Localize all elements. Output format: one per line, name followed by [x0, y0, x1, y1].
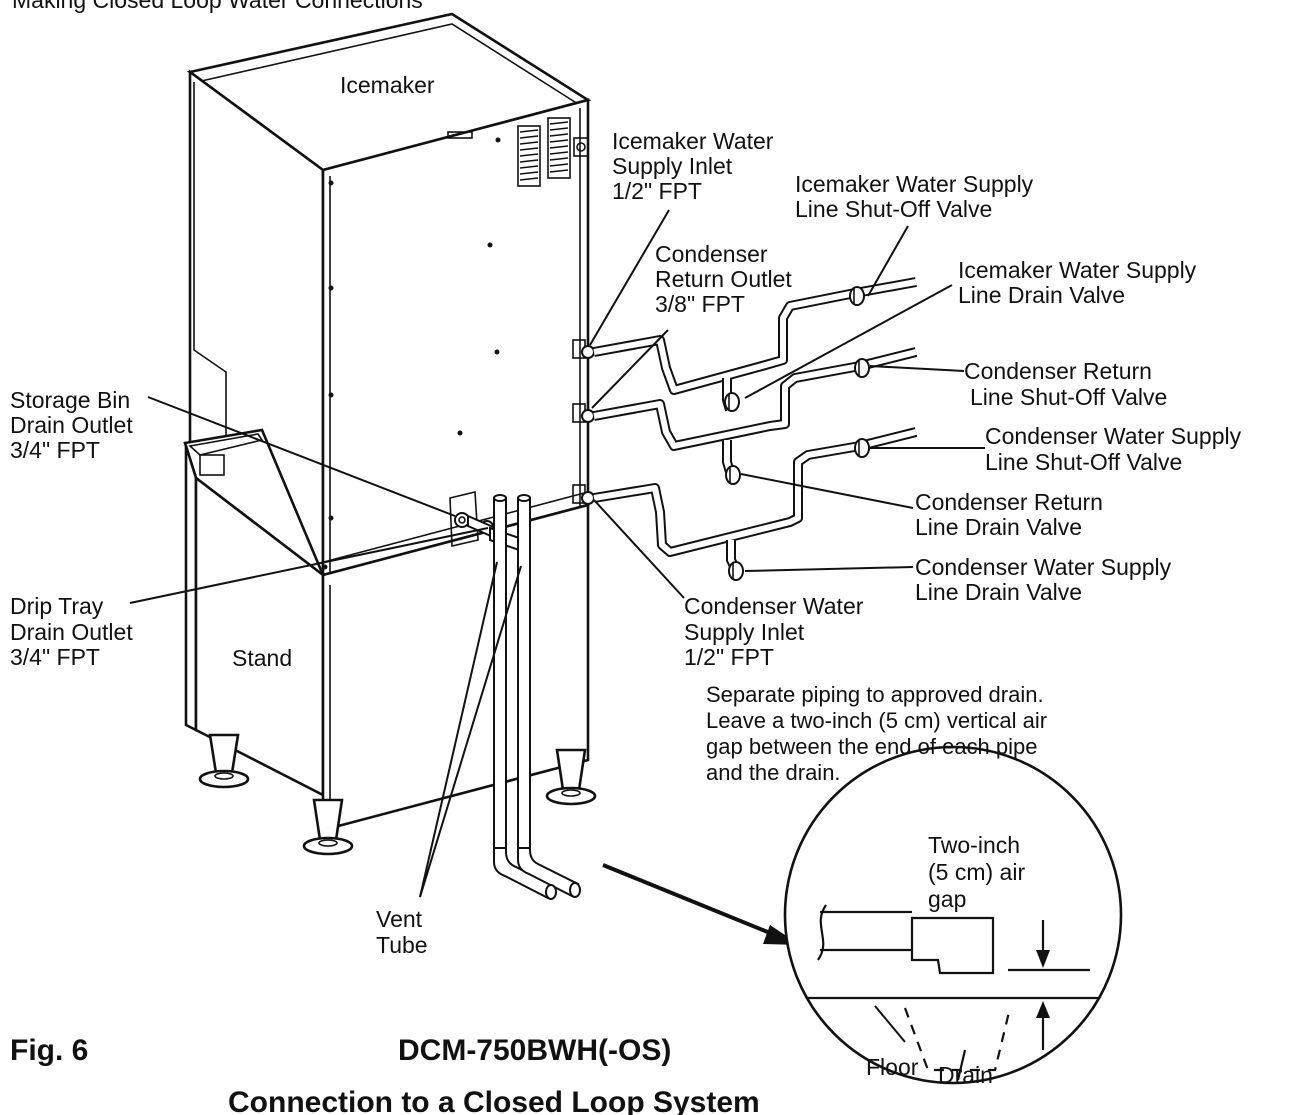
figure-model: DCM-750BWH(-OS)	[398, 1034, 671, 1067]
label-condenser-supply-shutoff: Condenser Water Supply Line Shut-Off Val…	[985, 423, 1242, 475]
water-supply-pipes	[572, 339, 595, 505]
svg-text:Condenser: Condenser	[655, 241, 768, 267]
svg-text:Condenser Water: Condenser Water	[684, 593, 864, 619]
valve	[849, 286, 865, 306]
label-condenser-supply-inlet: Condenser Water Supply Inlet 1/2" FPT	[684, 593, 864, 670]
svg-text:Icemaker Water Supply: Icemaker Water Supply	[795, 171, 1034, 197]
svg-text:Condenser Water Supply: Condenser Water Supply	[915, 554, 1172, 580]
valve	[725, 465, 741, 485]
callout-labels: Icemaker Stand Icemaker Water Supply Inl…	[10, 72, 1242, 958]
svg-text:Drain: Drain	[938, 1062, 993, 1088]
valve	[854, 358, 870, 378]
label-condenser-return-drain: Condenser Return Line Drain Valve	[915, 489, 1103, 540]
svg-text:Line Drain Valve: Line Drain Valve	[915, 514, 1082, 540]
valve	[728, 561, 744, 581]
svg-text:Tube: Tube	[376, 932, 428, 958]
svg-text:and the drain.: and the drain.	[706, 760, 841, 785]
svg-text:Return Outlet: Return Outlet	[655, 266, 792, 292]
svg-text:Two-inch: Two-inch	[928, 832, 1020, 858]
stand-leg	[545, 748, 597, 806]
svg-text:Supply Inlet: Supply Inlet	[612, 153, 733, 179]
svg-text:gap between the end of each pi: gap between the end of each pipe	[706, 734, 1038, 759]
svg-text:Supply Inlet: Supply Inlet	[684, 619, 805, 645]
stand-leg	[302, 798, 354, 856]
svg-text:Line Shut-Off Valve: Line Shut-Off Valve	[795, 196, 992, 222]
svg-text:Storage Bin: Storage Bin	[10, 387, 130, 413]
label-condenser-supply-drain: Condenser Water Supply Line Drain Valve	[915, 554, 1172, 605]
svg-text:Separate piping to approved dr: Separate piping to approved drain.	[706, 682, 1044, 707]
svg-text:3/4" FPT: 3/4" FPT	[10, 437, 100, 463]
svg-text:Drain Outlet: Drain Outlet	[10, 619, 133, 645]
label-stand: Stand	[232, 645, 292, 671]
svg-text:gap: gap	[928, 886, 966, 912]
detail-arrow	[602, 863, 800, 945]
stand-legs	[198, 733, 597, 856]
svg-text:Condenser Water Supply: Condenser Water Supply	[985, 423, 1242, 449]
svg-text:Floor: Floor	[866, 1054, 919, 1080]
svg-text:1/2" FPT: 1/2" FPT	[684, 644, 774, 670]
top-cropped-text: Making Closed Loop Water Connections	[12, 0, 423, 13]
svg-text:Icemaker Water: Icemaker Water	[612, 128, 774, 154]
drain-vent-tubes	[454, 494, 581, 900]
svg-text:1/2" FPT: 1/2" FPT	[612, 178, 702, 204]
label-icemaker-shutoff-valve: Icemaker Water Supply Line Shut-Off Valv…	[795, 171, 1034, 222]
label-icemaker-drain-valve: Icemaker Water Supply Line Drain Valve	[958, 257, 1197, 308]
label-storage-bin-drain: Storage Bin Drain Outlet 3/4" FPT	[10, 387, 133, 463]
svg-text:3/4" FPT: 3/4" FPT	[10, 644, 100, 670]
figure-caption: Fig. 6 DCM-750BWH(-OS) Connection to a C…	[10, 1034, 760, 1115]
drain-note: Separate piping to approved drain. Leave…	[706, 682, 1047, 785]
valve	[724, 392, 740, 412]
svg-text:Drain Outlet: Drain Outlet	[10, 412, 133, 438]
svg-text:Icemaker Water Supply: Icemaker Water Supply	[958, 257, 1197, 283]
label-condenser-return-shutoff: Condenser Return Line Shut-Off Valve	[964, 358, 1167, 410]
svg-text:Line Shut-Off Valve: Line Shut-Off Valve	[985, 449, 1182, 475]
figure-number: Fig. 6	[10, 1034, 88, 1067]
rear-louvers	[517, 117, 571, 187]
figure-title: Connection to a Closed Loop System	[228, 1086, 760, 1115]
svg-text:(5 cm) air: (5 cm) air	[928, 859, 1025, 885]
svg-text:Condenser Return: Condenser Return	[964, 358, 1152, 384]
svg-text:Vent: Vent	[376, 906, 423, 932]
pipe-runs	[593, 277, 918, 581]
label-condenser-return-outlet: Condenser Return Outlet 3/8" FPT	[655, 241, 792, 317]
label-drip-tray-drain: Drip Tray Drain Outlet 3/4" FPT	[10, 593, 133, 670]
svg-text:Leave a two-inch (5 cm) vertic: Leave a two-inch (5 cm) vertical air	[706, 708, 1047, 733]
stand-leg	[198, 733, 250, 789]
label-icemaker: Icemaker	[340, 72, 435, 98]
svg-text:Drip Tray: Drip Tray	[10, 593, 104, 619]
svg-text:3/8" FPT: 3/8" FPT	[655, 291, 745, 317]
air-gap-detail: Two-inch (5 cm) air gap Floor Drain	[783, 745, 1123, 1088]
leader-lines	[129, 209, 985, 898]
label-icemaker-water-supply-inlet: Icemaker Water Supply Inlet 1/2" FPT	[612, 128, 774, 204]
svg-text:Line Drain Valve: Line Drain Valve	[958, 282, 1125, 308]
svg-text:Line Shut-Off Valve: Line Shut-Off Valve	[970, 384, 1167, 410]
valve	[854, 438, 870, 458]
label-vent-tube: Vent Tube	[376, 906, 428, 958]
svg-text:Line Drain Valve: Line Drain Valve	[915, 579, 1082, 605]
svg-text:Condenser Return: Condenser Return	[915, 489, 1103, 515]
